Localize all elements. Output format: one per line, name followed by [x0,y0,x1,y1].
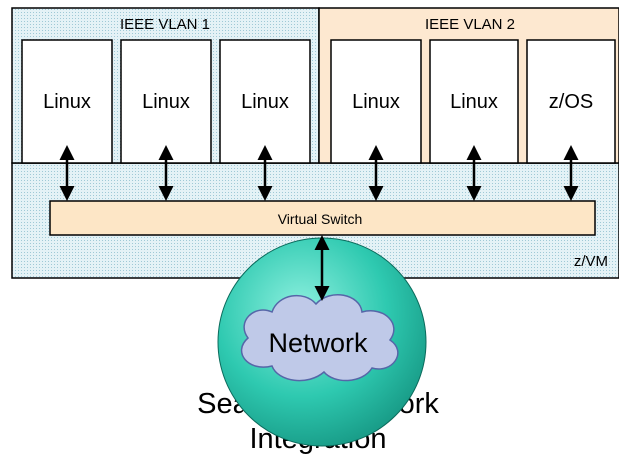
guest-6: z/OS [526,39,616,164]
guest-4-label: Linux [352,91,400,113]
virtual-switch [49,200,596,236]
guest-1-label: Linux [43,91,91,113]
network-label: Network [268,328,368,358]
guest-3: Linux [219,39,311,164]
network-cloud [241,294,399,382]
guest-2-label: Linux [142,91,190,113]
guest-6-label: z/OS [549,91,593,113]
guest-5-label: Linux [450,91,498,113]
guest-1: Linux [21,39,113,164]
guest-3-label: Linux [241,91,289,113]
zvm-label: z/VM [574,253,608,270]
vlan2-title: IEEE VLAN 2 [425,16,515,33]
guest-4: Linux [330,39,422,164]
vlan1-title: IEEE VLAN 1 [120,16,210,33]
guest-2: Linux [120,39,212,164]
virtual-switch-label: Virtual Switch [278,211,363,227]
guest-5: Linux [429,39,519,164]
